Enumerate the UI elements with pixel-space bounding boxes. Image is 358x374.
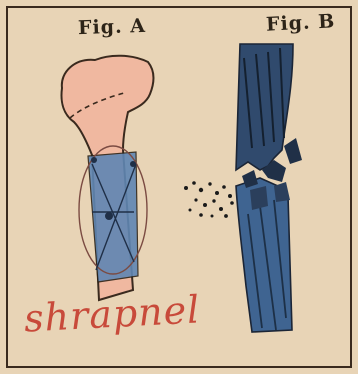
figure-b-label: Fig. B [265, 10, 335, 36]
fig-a-fracture-zone [79, 146, 147, 282]
figure-a-label: Fig. A [78, 15, 147, 39]
fig-b-shrapnel-fragments [184, 181, 234, 218]
fig-b-shattered-bone [236, 44, 302, 332]
shrapnel-caption: shrapnel [23, 287, 201, 340]
